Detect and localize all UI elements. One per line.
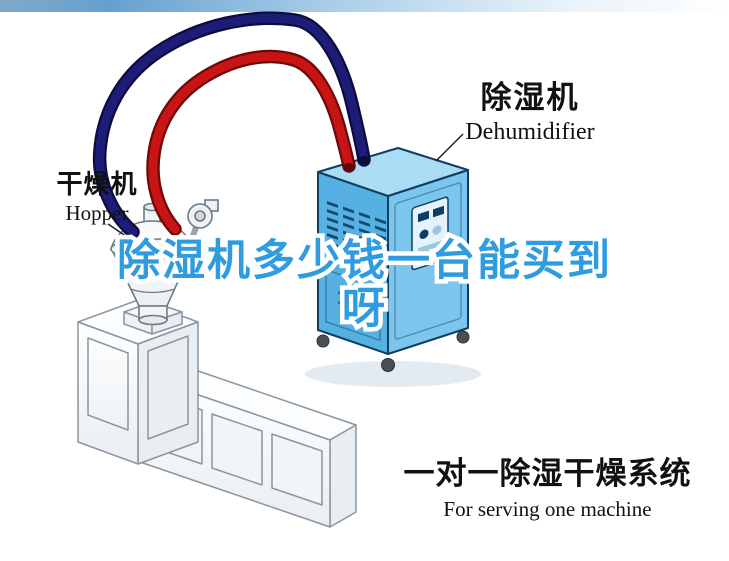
hoses [92,11,371,239]
control-panel [394,182,462,340]
blower-duct [178,226,199,257]
system-caption-en: For serving one machine [443,497,652,521]
system-caption: 一对一除湿干燥系统 For serving one machine [395,448,700,522]
dehumidifier-label: 除湿机 Dehumidifier [448,72,612,146]
dehumidifier-shadow [305,361,481,387]
hose-fittings [343,156,370,171]
dehumidifier-label-cn: 除湿机 [480,80,580,115]
dryer-leader-line [107,223,137,244]
navy-hose-fitting [358,156,370,164]
navy-hose [95,13,369,237]
extruder-machine [77,299,357,528]
dryer-label-cn: 干燥机 [56,169,138,199]
red-hose-fitting [343,163,355,171]
caster-wheels [316,330,470,372]
vent-grid [325,201,386,342]
dehumidifier-label-en: Dehumidifier [465,119,595,145]
dryer-label-en: Hopper [65,201,129,225]
dehumidifier-unit [305,147,481,387]
drying-hopper [109,199,219,326]
top-gradient-bar [0,0,729,12]
leader-lines [107,133,464,244]
system-caption-cn: 一对一除湿干燥系统 [403,456,692,491]
dryer-label: 干燥机 Hopper [38,164,156,226]
red-hose [148,52,354,234]
dehumidifier-leader-line [435,133,464,162]
